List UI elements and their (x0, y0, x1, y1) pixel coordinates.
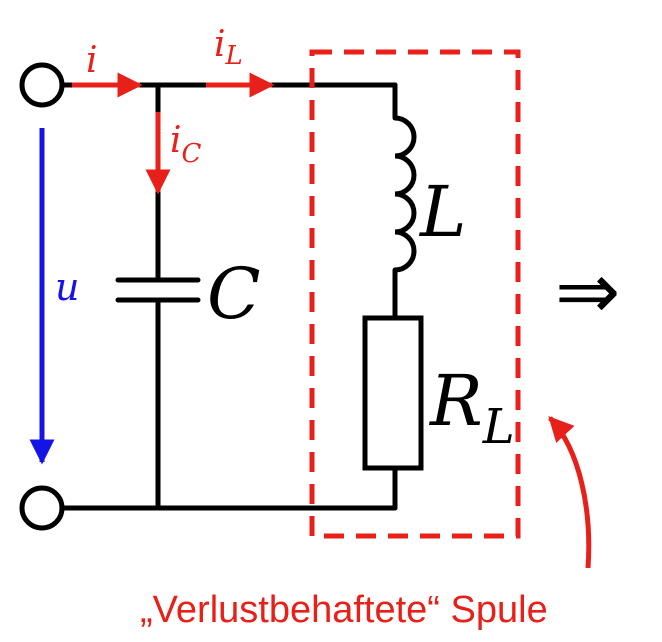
annotation-arrow (548, 416, 592, 569)
label-R-L-main: R (428, 360, 483, 442)
label-R-L: RL (428, 360, 515, 455)
top-terminal (19, 62, 65, 108)
label-i-L-main: i (214, 24, 226, 65)
caption: „Verlustbehaftete“ Spule (140, 589, 548, 631)
lossy-coil-box (309, 49, 521, 539)
label-i: i (86, 40, 98, 81)
bottom-terminal (19, 485, 65, 531)
resistor (362, 315, 424, 471)
label-C: C (207, 253, 261, 335)
label-R-L-sub: L (482, 399, 515, 455)
capacitor-symbol (115, 277, 201, 303)
inductor-coil (394, 115, 417, 273)
label-i-L-sub: L (225, 41, 243, 71)
label-i-L: iL (214, 24, 243, 71)
label-i-C: iC (170, 120, 202, 169)
implies-arrow: ⇒ (555, 247, 620, 337)
label-i-C-main: i (170, 120, 182, 161)
label-i-C-sub: C (182, 139, 202, 169)
label-L: L (418, 171, 466, 253)
label-u: u (55, 265, 79, 309)
current-arrows (72, 72, 275, 195)
